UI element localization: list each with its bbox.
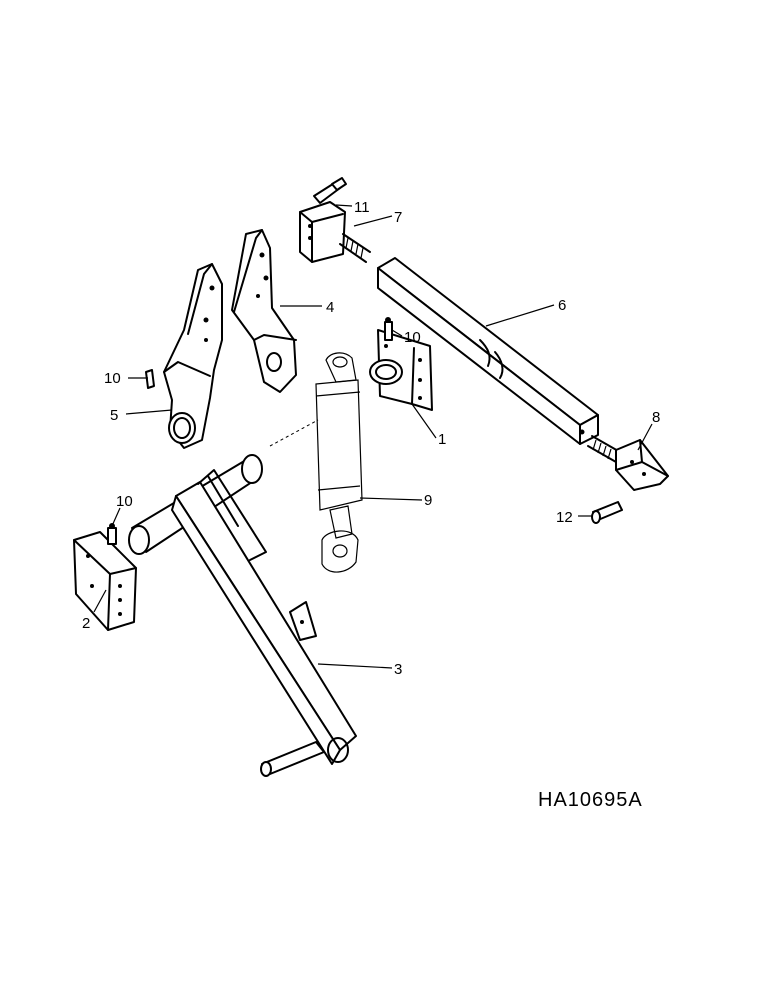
part-4-bracket [231, 229, 297, 393]
part-10-fitting-c [107, 523, 117, 545]
callout-10a: 10 [104, 370, 121, 387]
part-8-clevis [587, 435, 669, 491]
callout-8: 8 [652, 409, 660, 426]
part-6-tube [377, 257, 599, 445]
callout-3: 3 [394, 661, 402, 678]
part-7-clevis [299, 201, 371, 263]
part-3-axle-arm [128, 454, 357, 777]
callout-1: 1 [438, 431, 446, 448]
part-5-bracket [163, 263, 223, 449]
part-10-fitting-b [384, 317, 393, 341]
callout-labels: 1 2 3 4 5 6 7 8 9 10 10 10 11 12 [82, 199, 660, 678]
part-12-pin [591, 501, 623, 524]
callout-4: 4 [326, 299, 334, 316]
callout-5: 5 [110, 407, 118, 424]
callout-2: 2 [82, 615, 90, 632]
callout-12: 12 [556, 509, 573, 526]
part-9-cylinder [269, 352, 363, 573]
callout-10c: 10 [116, 493, 133, 510]
drawing-code: HA10695A [538, 789, 643, 811]
callout-10b: 10 [404, 329, 421, 346]
part-11-pin [313, 177, 347, 204]
callout-6: 6 [558, 297, 566, 314]
leader-lines [93, 204, 653, 669]
callout-9: 9 [424, 492, 432, 509]
callout-11: 11 [354, 199, 370, 216]
part-10-fitting-a [145, 369, 155, 389]
part-2-plate [73, 531, 137, 631]
callout-7: 7 [394, 209, 402, 226]
part-1-plate [369, 329, 433, 411]
